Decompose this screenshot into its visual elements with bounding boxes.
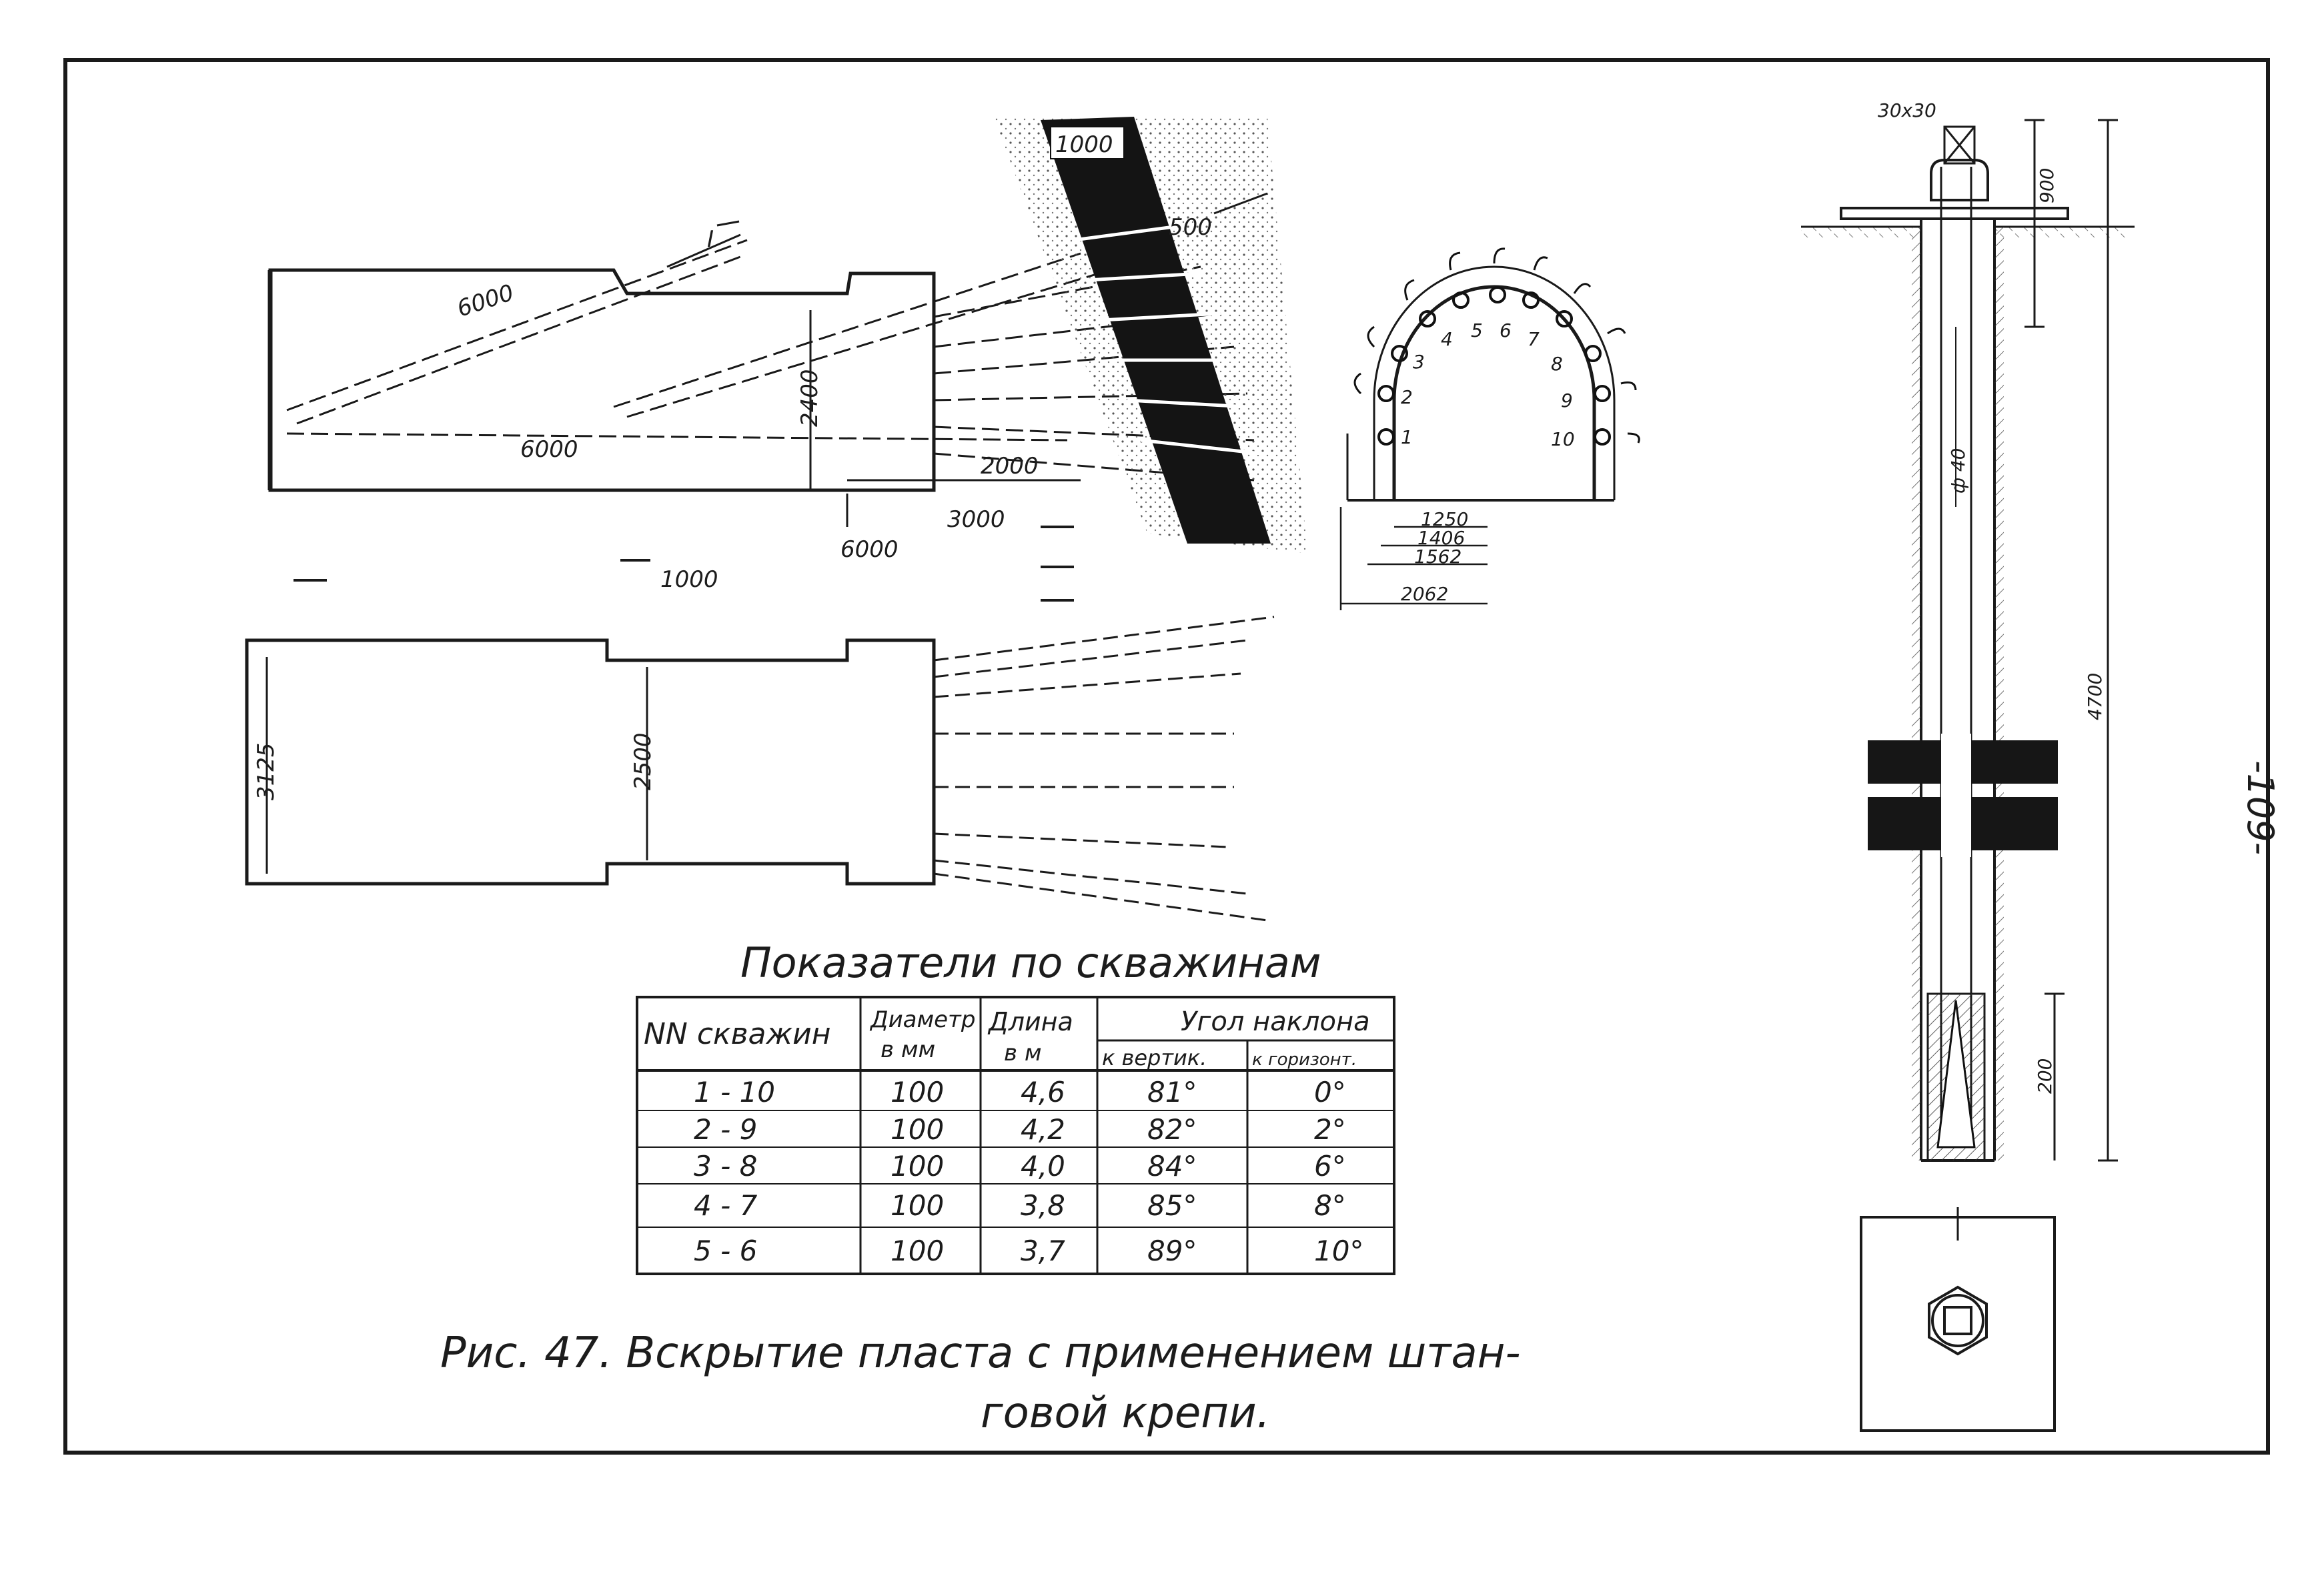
cross-section-dim-lines	[1339, 507, 1488, 610]
svg-text:2 - 9: 2 - 9	[694, 1113, 757, 1146]
lower-view: 3125 2500	[245, 616, 1275, 922]
svg-text:4,0: 4,0	[1021, 1150, 1065, 1183]
outer-bolt-hooks	[1353, 247, 1640, 444]
svg-text:100: 100	[891, 1113, 944, 1146]
header-hole-numbers: NN скважин	[644, 1017, 830, 1051]
dim-1000-seam: 1000	[1055, 131, 1113, 158]
svg-text:82°: 82°	[1147, 1113, 1197, 1146]
hole-number-5: 5	[1471, 319, 1483, 341]
dim-6000-horizontal: 6000	[520, 436, 578, 463]
table-row: 4 - 7 100 3,8 85° 8°	[694, 1189, 1346, 1222]
section-mark-label: I	[707, 226, 714, 253]
svg-text:89°: 89°	[1147, 1235, 1197, 1267]
bolt-end-view	[1860, 1216, 2056, 1432]
wedge	[1936, 1000, 1976, 1148]
svg-text:3,8: 3,8	[1021, 1189, 1065, 1222]
caption-line-2: говой крепи.	[981, 1389, 1270, 1438]
dim-2400: 2400	[796, 369, 823, 427]
hole-number-2: 2	[1401, 386, 1413, 408]
svg-text:3 - 8: 3 - 8	[694, 1150, 757, 1183]
cross-dim-2062: 2062	[1401, 583, 1448, 605]
seam-bolt-lines	[1073, 225, 1261, 456]
page-number: -109-	[2239, 760, 2281, 855]
dim-6000-lower: 6000	[840, 536, 899, 563]
dim-2500: 2500	[630, 732, 656, 790]
svg-text:5 - 6: 5 - 6	[694, 1235, 757, 1267]
dim-3000: 3000	[947, 506, 1005, 533]
dim-500: 500	[1169, 214, 1212, 241]
arch-outer	[1373, 265, 1616, 500]
svg-text:0°: 0°	[1314, 1076, 1346, 1108]
svg-text:10°: 10°	[1314, 1235, 1363, 1267]
coal-seam: 1000 500	[994, 117, 1307, 554]
svg-text:6°: 6°	[1314, 1150, 1346, 1183]
caption-line-1: Рис. 47. Вскрытие пласта с применением ш…	[440, 1329, 1521, 1378]
svg-text:3,7: 3,7	[1021, 1235, 1065, 1267]
dim-200: 200	[2034, 1058, 2056, 1094]
hole-number-8: 8	[1551, 353, 1563, 375]
dim-phi40: ф 40	[1947, 448, 1969, 494]
header-diameter-unit: в мм	[881, 1036, 935, 1063]
svg-text:1 - 10: 1 - 10	[694, 1076, 775, 1108]
svg-text:100: 100	[891, 1076, 944, 1108]
hole-number-7: 7	[1528, 328, 1540, 350]
header-length: Длина	[987, 1007, 1073, 1036]
svg-text:85°: 85°	[1147, 1189, 1197, 1222]
hole-number-9: 9	[1561, 389, 1573, 412]
table-row: 3 - 8 100 4,0 84° 6°	[694, 1150, 1346, 1183]
hole-number-4: 4	[1441, 328, 1453, 350]
header-angle-group: Угол наклона	[1181, 1006, 1370, 1037]
table-row: 2 - 9 100 4,2 82° 2°	[694, 1113, 1346, 1146]
cross-dim-1250: 1250	[1421, 508, 1468, 530]
hex-nut-end	[1928, 1285, 1988, 1356]
header-to-vertical: к вертик.	[1102, 1045, 1207, 1070]
seam-black	[1041, 117, 1271, 544]
lower-outline	[245, 638, 936, 886]
table-title: Показатели по скважинам	[740, 938, 1321, 987]
header-diameter: Диаметр	[869, 1006, 975, 1033]
table-row: 5 - 6 100 3,7 89° 10°	[694, 1235, 1363, 1267]
svg-text:84°: 84°	[1147, 1150, 1197, 1183]
header-to-horizontal: к горизонт.	[1252, 1050, 1357, 1070]
svg-text:2°: 2°	[1314, 1113, 1346, 1146]
svg-text:100: 100	[891, 1189, 944, 1222]
dim-6000-inclined: 6000	[454, 279, 517, 323]
table-row: 1 - 10 100 4,6 81° 0°	[694, 1076, 1346, 1108]
drift-outline	[268, 268, 936, 492]
svg-text:100: 100	[891, 1150, 944, 1183]
boreholes-table: Показатели по скважинам NN скважин Диаме…	[636, 938, 1395, 1275]
boreholes-lower	[933, 616, 1275, 922]
bearing-plate	[1840, 207, 2069, 220]
hole-number-3: 3	[1413, 351, 1425, 373]
svg-text:81°: 81°	[1147, 1076, 1197, 1108]
hole-number-10: 10	[1551, 428, 1575, 450]
cross-dim-1406: 1406	[1417, 527, 1465, 549]
dim-2000: 2000	[981, 453, 1039, 480]
sheet-frame	[63, 58, 2270, 1455]
hole-number-6: 6	[1500, 319, 1512, 341]
dim-4700: 4700	[2084, 673, 2106, 720]
svg-text:4 - 7: 4 - 7	[694, 1189, 758, 1222]
svg-text:100: 100	[891, 1235, 944, 1267]
dim-3125: 3125	[253, 742, 279, 800]
cross-dim-1562: 1562	[1414, 546, 1462, 568]
svg-text:4,6: 4,6	[1021, 1076, 1065, 1108]
nut	[1930, 159, 1989, 201]
bolt-heads	[1377, 286, 1611, 446]
cross-section: 1 2 3 4 5 6 7 8 9 10 1250 1406 1562 2062	[1339, 247, 1640, 610]
svg-text:4,2: 4,2	[1021, 1113, 1065, 1146]
dim-900: 900	[2036, 168, 2058, 203]
header-length-unit: в м	[1004, 1040, 1042, 1066]
hole-number-1: 1	[1401, 426, 1413, 448]
bolt-detail: 30x30 ф 40 900 4700 200	[1801, 99, 2135, 1432]
dim-1000-lower: 1000	[660, 566, 718, 593]
nut-size-label: 30x30	[1878, 99, 1936, 121]
svg-text:8°: 8°	[1314, 1189, 1346, 1222]
